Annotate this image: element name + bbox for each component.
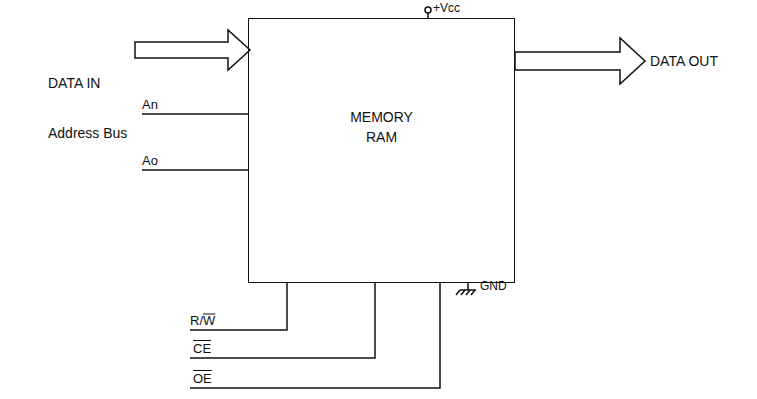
address-line — [142, 169, 248, 171]
data-out-arrow — [515, 38, 645, 84]
memory-box: MEMORY RAM — [248, 18, 515, 283]
signal-label: R/W — [190, 313, 215, 328]
oe-wire — [190, 283, 440, 388]
ground-symbol — [461, 290, 465, 295]
ground-symbol — [460, 289, 476, 291]
vcc-terminal — [425, 7, 431, 13]
bus-label: Address Bus — [48, 126, 127, 141]
ground-symbol — [471, 290, 475, 295]
ground-symbol — [466, 290, 470, 295]
ground-symbol — [456, 290, 460, 295]
pin-label: An — [142, 97, 158, 112]
bus-label: DATA IN — [48, 76, 100, 91]
address-line — [142, 113, 248, 115]
ce-wire — [190, 283, 375, 358]
signal-label: OE — [193, 371, 212, 386]
pin-label: GND — [480, 279, 507, 294]
ground-symbol — [467, 283, 469, 290]
data-in-arrow — [135, 30, 250, 70]
box-title: MEMORY RAM — [249, 107, 514, 147]
bus-label: DATA OUT — [650, 54, 718, 69]
signal-label: CE — [193, 341, 211, 356]
pin-label: +Vcc — [433, 1, 460, 16]
pin-label: Ao — [142, 153, 158, 168]
rw-wire — [190, 283, 287, 330]
